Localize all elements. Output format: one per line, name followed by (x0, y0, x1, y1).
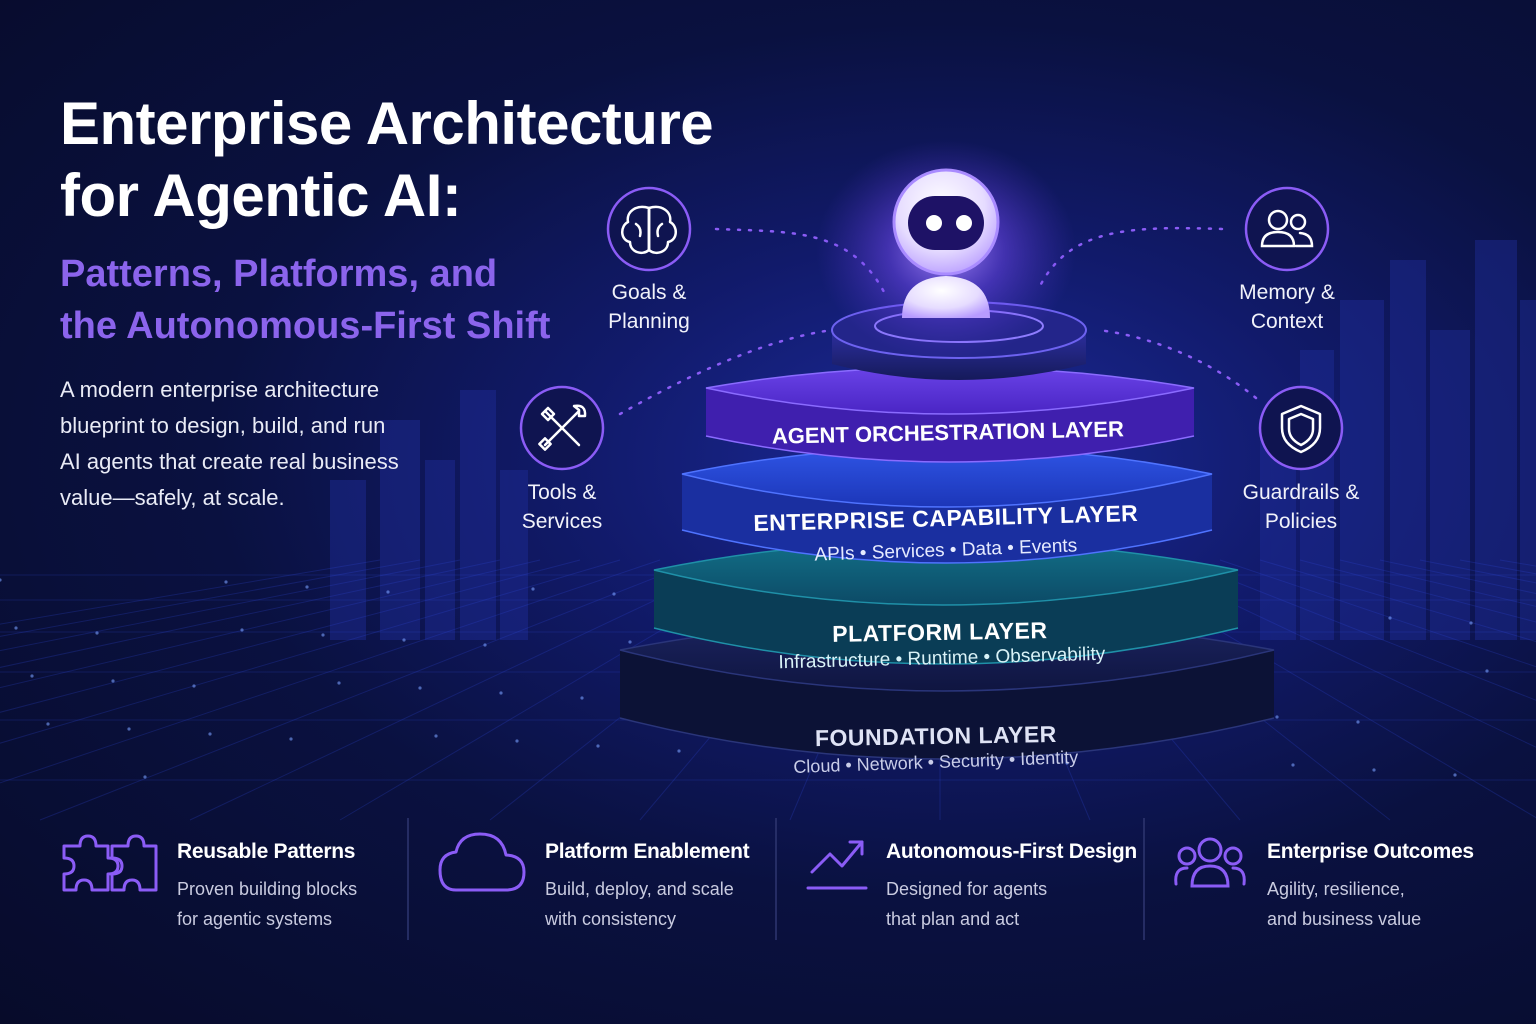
feature-platform-enablement: Platform Enablement Build, deploy, and s… (545, 838, 770, 934)
description-line: blueprint to design, build, and run (60, 413, 386, 438)
memory-label: Memory & Context (1239, 281, 1335, 333)
page-subtitle: Patterns, Platforms, and the Autonomous-… (60, 248, 620, 352)
tools-icon (538, 404, 587, 451)
cloud-icon (438, 832, 526, 892)
page-title: Enterprise Architecture for Agentic AI: (60, 88, 820, 232)
shield-icon (1280, 404, 1322, 454)
description: A modern enterprise architecture bluepri… (60, 372, 460, 516)
platform-layer (653, 540, 1239, 665)
feature-autonomous-first: Autonomous-First Design Designed for age… (886, 840, 1137, 929)
title-line-1: Enterprise Architecture (60, 90, 714, 157)
goals-label: Goals & Planning (608, 281, 690, 333)
brain-icon (621, 205, 677, 254)
guardrails-circle[interactable] (1258, 385, 1344, 471)
description-line: A modern enterprise architecture (60, 377, 380, 402)
platform-layer-title: PLATFORM LAYER (832, 617, 1048, 647)
foundation-layer-title: FOUNDATION LAYER (815, 721, 1057, 751)
guardrails-label: Guardrails & Policies (1242, 481, 1360, 533)
feature-title: Reusable Patterns (177, 840, 356, 863)
group-icon (1174, 837, 1246, 888)
description-line: value—safely, at scale. (60, 485, 285, 510)
feature-title: Autonomous-First Design (886, 840, 1137, 863)
trend-up-icon (806, 840, 868, 890)
feature-title: Enterprise Outcomes (1267, 840, 1474, 863)
feature-reusable-patterns: Reusable Patterns Proven building blocks… (177, 838, 402, 934)
feature-enterprise-outcomes: Enterprise Outcomes Agility, resilience,… (1267, 838, 1517, 934)
memory-circle[interactable] (1244, 186, 1330, 272)
agent-layer (705, 366, 1195, 463)
connector-guardrails (1096, 328, 1258, 400)
robot-agent-icon (816, 140, 1076, 360)
title-line-2: for Agentic AI: (60, 162, 462, 229)
connector-memory (1038, 226, 1224, 288)
subtitle-line-2: the Autonomous-First Shift (60, 305, 551, 347)
users-icon (1260, 209, 1314, 248)
puzzle-icon (62, 834, 158, 892)
subtitle-line-1: Patterns, Platforms, and (60, 253, 498, 295)
capability-layer (681, 446, 1213, 564)
tools-label: Tools & Services (521, 481, 603, 533)
feature-title: Platform Enablement (545, 840, 750, 863)
city-skyline (330, 240, 1536, 640)
description-line: AI agents that create real business (60, 449, 399, 474)
